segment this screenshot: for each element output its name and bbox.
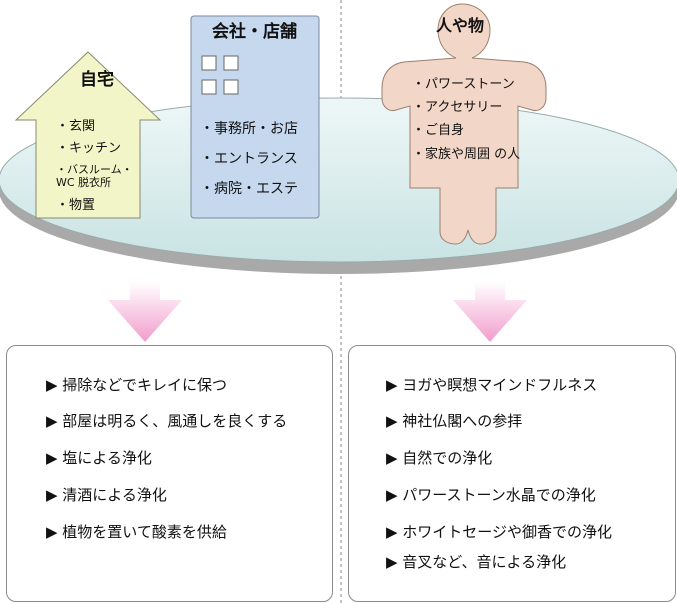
- right-methods-box: [348, 345, 676, 602]
- person-title: 人や物: [436, 16, 485, 35]
- office-item-shop: ・事務所・お店: [200, 121, 298, 137]
- left-method-sake: ▶ 清酒による浄化: [46, 486, 167, 504]
- person-item-self: ・ご自身: [412, 123, 465, 138]
- right-method-yoga: ▶ ヨガや瞑想マインドフルネス: [386, 376, 598, 394]
- right-method-crystal: ▶ パワーストーン水晶での浄化: [386, 486, 596, 504]
- home-item-entrance: ・玄関: [56, 119, 96, 134]
- home-item-bathroom: ・バスルーム・WC 脱衣所: [56, 163, 133, 189]
- right-method-sage: ▶ ホワイトセージや御香での浄化: [386, 523, 613, 541]
- left-arrow-icon: [108, 282, 182, 342]
- office-title: 会社・店舗: [212, 22, 297, 42]
- right-method-nature: ▶ 自然での浄化: [386, 449, 493, 467]
- home-item-storage: ・物置: [56, 198, 96, 213]
- right-method-shrine: ▶ 神社仏閣への参拝: [386, 412, 523, 430]
- left-method-cleaning: ▶ 掃除などでキレイに保つ: [46, 376, 228, 394]
- person-shape: [381, 3, 547, 245]
- right-method-tuning-fork: ▶ 音叉など、音による浄化: [386, 553, 567, 571]
- home-title: 自宅: [80, 70, 114, 90]
- office-item-entrance: ・エントランス: [200, 151, 298, 167]
- left-method-plants: ▶ 植物を置いて酸素を供給: [46, 523, 227, 541]
- home-item-kitchen: ・キッチン: [56, 141, 122, 156]
- house-shape: [14, 51, 162, 219]
- left-methods-box: [6, 345, 333, 602]
- office-windows-icon: [201, 55, 239, 95]
- office-building-shape: [190, 15, 320, 219]
- right-arrow-icon: [453, 282, 527, 342]
- person-item-accessory: ・アクセサリー: [412, 100, 503, 115]
- person-item-powerstone: ・パワーストーン: [412, 77, 515, 92]
- office-item-clinic: ・病院・エステ: [200, 181, 298, 197]
- left-method-salt: ▶ 塩による浄化: [46, 449, 152, 467]
- left-method-ventilation: ▶ 部屋は明るく、風通しを良くする: [46, 412, 288, 430]
- person-item-family: ・家族や周囲 の人: [412, 147, 521, 162]
